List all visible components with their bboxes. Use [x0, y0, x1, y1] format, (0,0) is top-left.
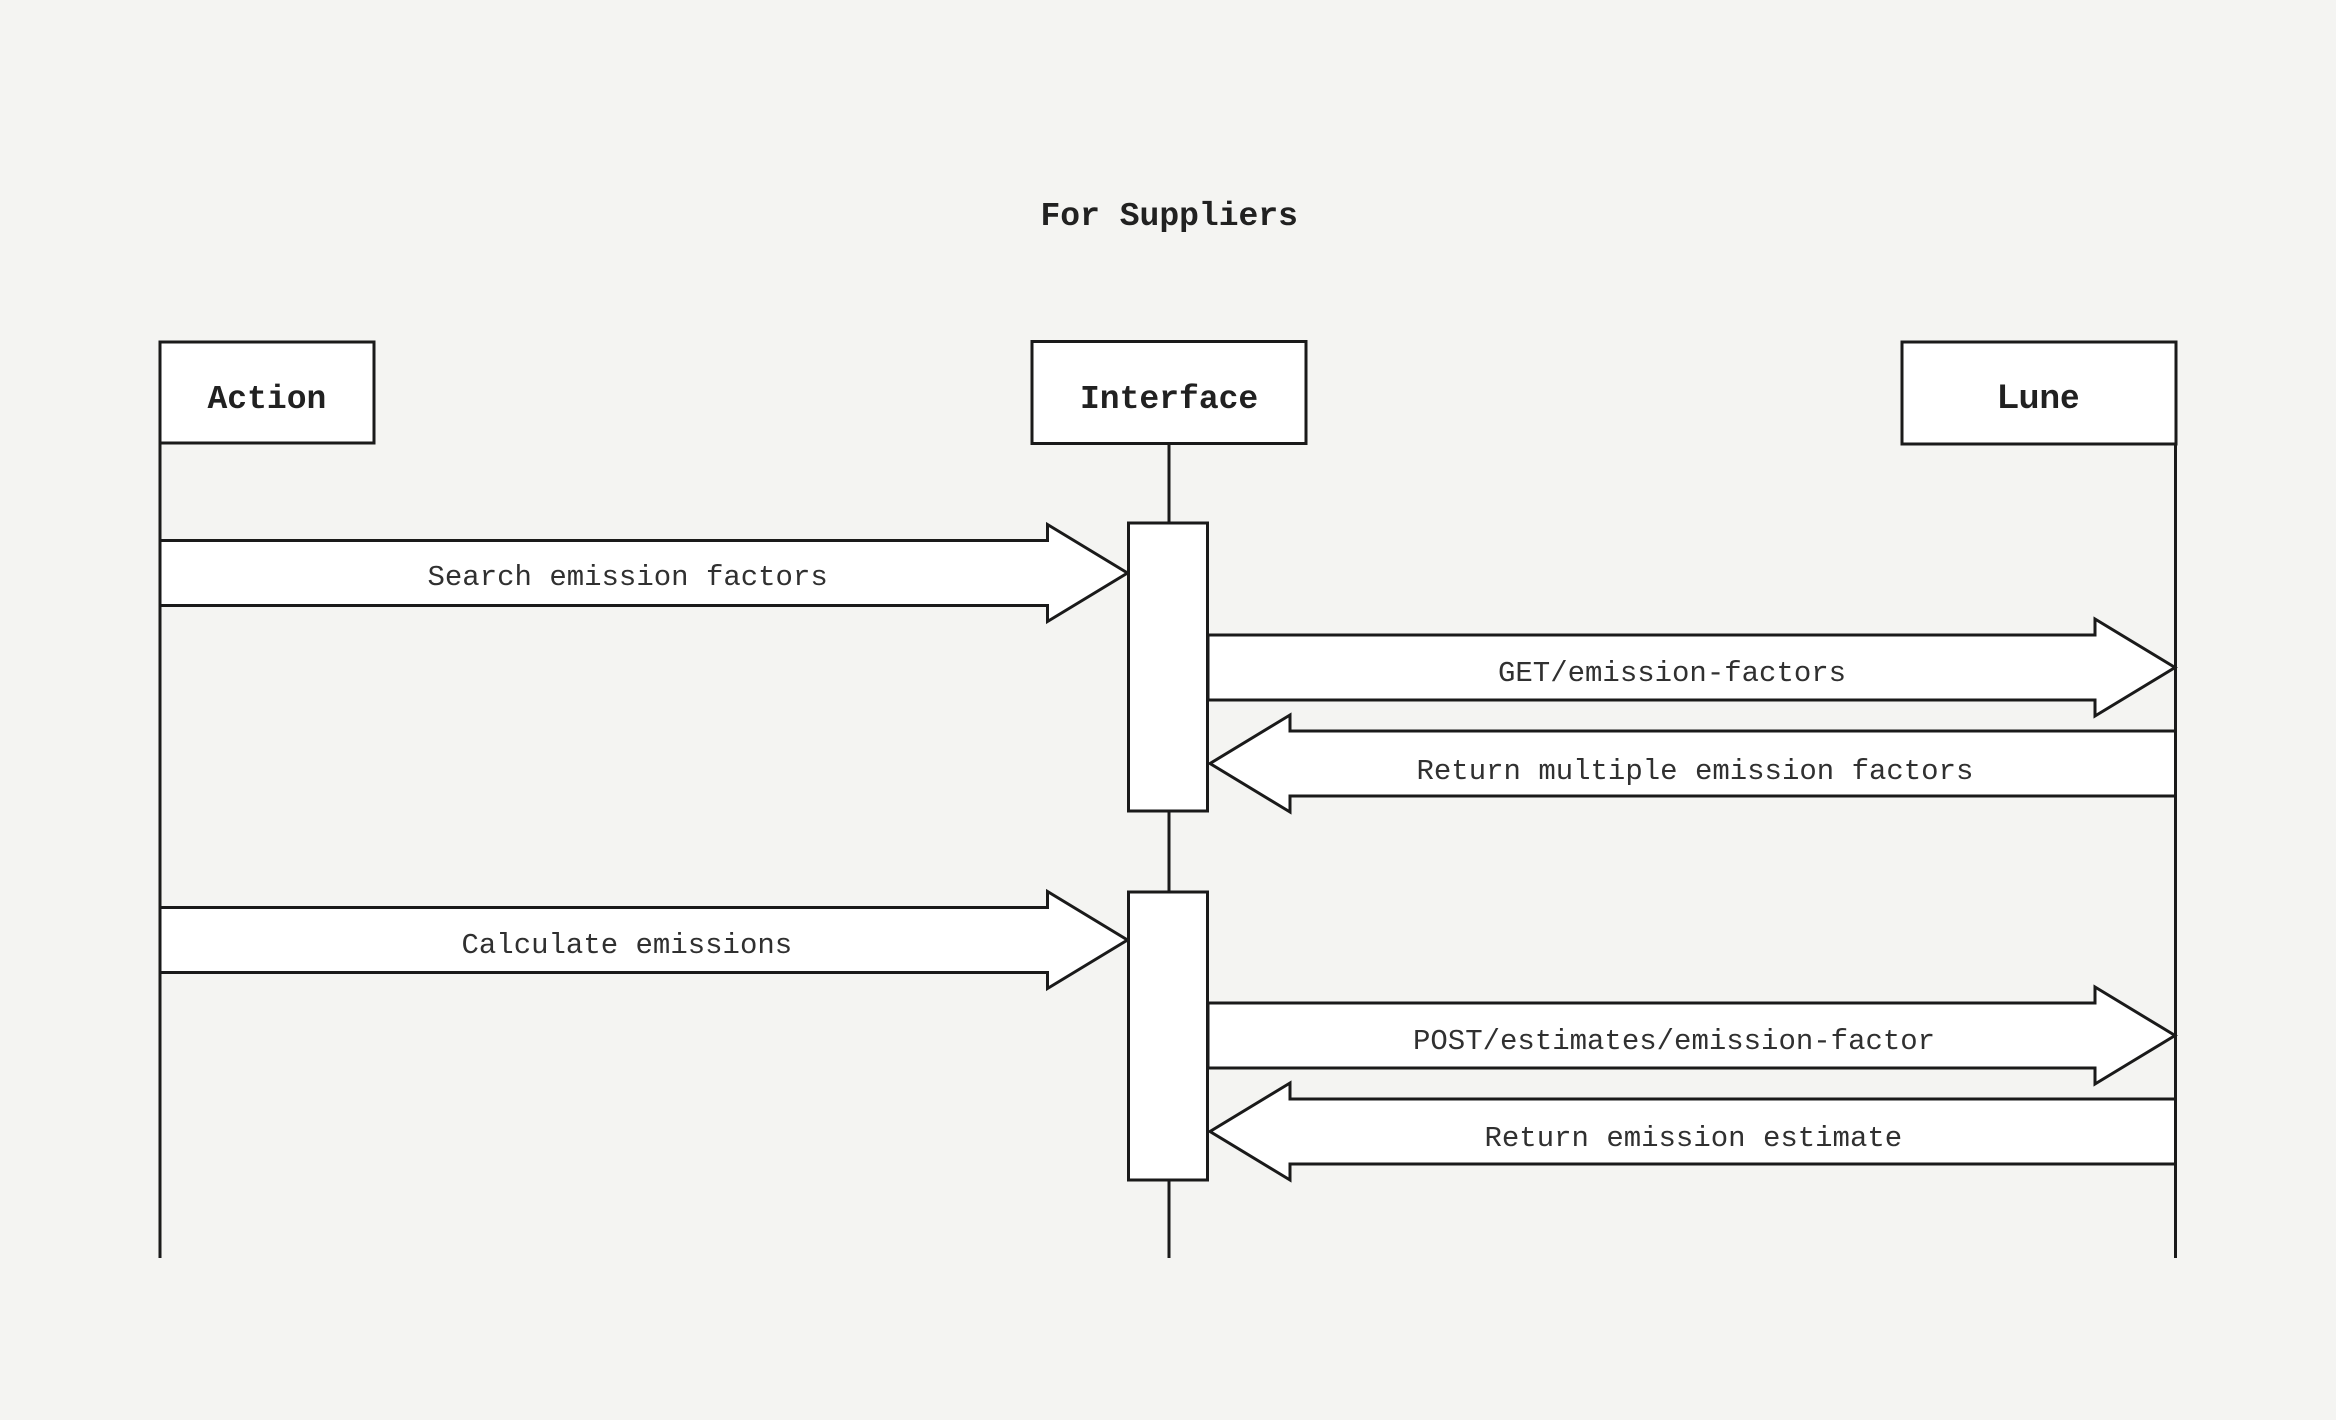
svg-text:Return emission estimate: Return emission estimate	[1485, 1122, 1903, 1155]
svg-text:Lune: Lune	[1998, 378, 2079, 416]
svg-text:Search emission factors: Search emission factors	[428, 561, 828, 594]
svg-text:Interface: Interface	[1080, 381, 1258, 418]
svg-text:Action: Action	[208, 381, 327, 418]
svg-text:POST/estimates/emission-factor: POST/estimates/emission-factor	[1413, 1025, 1935, 1058]
svg-text:For Suppliers: For Suppliers	[1041, 198, 1298, 235]
svg-text:Return multiple emission facto: Return multiple emission factors	[1417, 755, 1974, 788]
svg-text:Calculate emissions: Calculate emissions	[462, 929, 793, 962]
svg-text:GET/emission-factors: GET/emission-factors	[1498, 657, 1846, 690]
